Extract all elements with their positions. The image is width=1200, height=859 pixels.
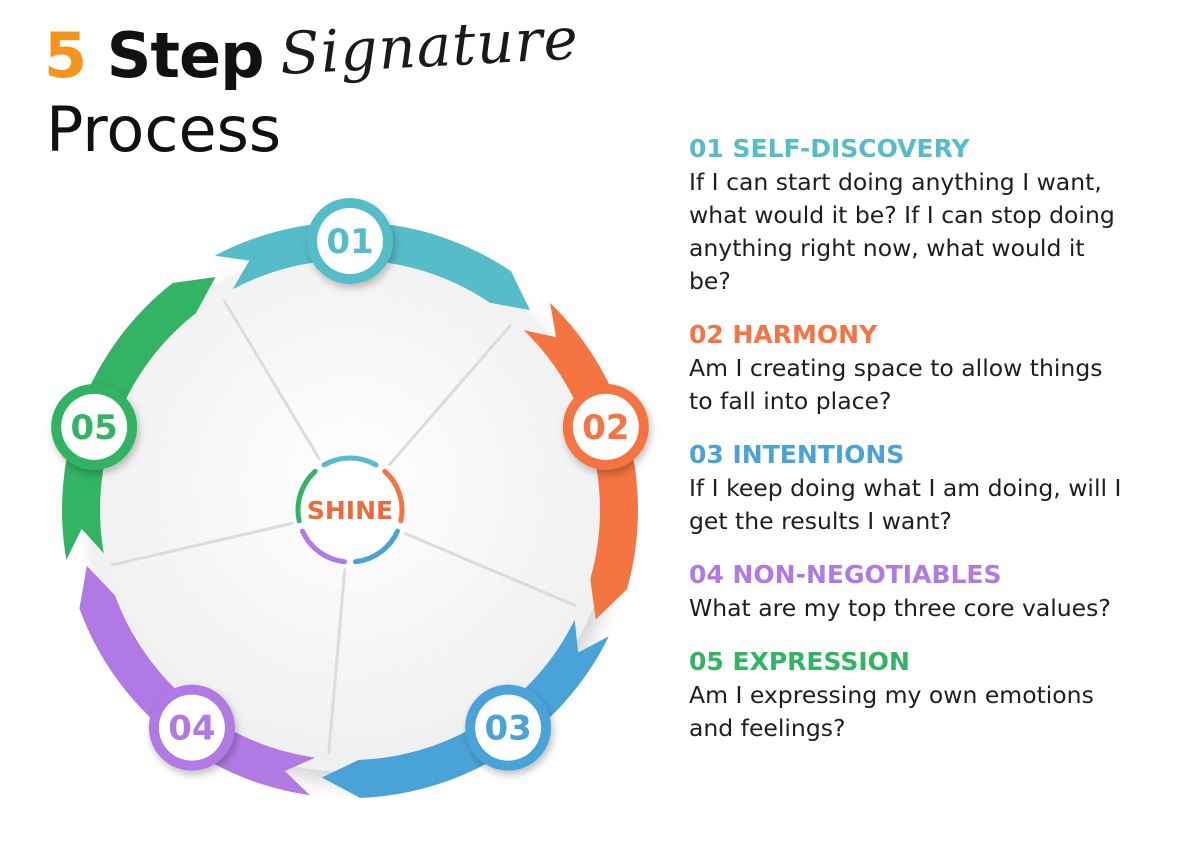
step-heading: 01 SELF-DISCOVERY [689,134,970,163]
step-heading: 05 EXPRESSION [689,647,910,676]
step-description: Am I creating space to allow things to f… [689,354,1103,415]
step-badge-04: 04 [148,684,235,771]
step-badge-05: 05 [51,383,138,470]
hub-ring-segment [295,468,318,524]
step-description: If I can start doing anything I want, wh… [689,168,1115,295]
step-badge-01: 01 [307,198,393,284]
badge-number: 02 [582,408,629,448]
hub-ring-segment [352,528,401,565]
badge-number: 05 [71,408,118,448]
step-item-1: 01 SELF-DISCOVERY If I can start doing a… [689,132,1179,298]
badge-number: 01 [326,222,373,262]
wheel-divider [403,531,577,607]
wheel-divider [387,324,512,467]
hub-ring-segment [382,468,405,524]
step-item-2: 02 HARMONY Am I creating space to allow … [689,318,1179,418]
step-description: If I keep doing what I am doing, will I … [689,474,1122,535]
step-heading: 04 NON-NEGOTIABLES [689,560,1002,589]
badge-number: 03 [484,709,531,749]
step-arrow-03 [321,619,609,798]
badge-number: 04 [168,709,215,749]
step-arrow-01 [214,222,530,311]
process-wheel-graphic: SHINE 01 02 03 04 05 [51,198,649,798]
title: 5 Step Signature Process [44,4,604,166]
step-description: Am I expressing my own emotions and feel… [689,681,1094,742]
wheel-divider [327,568,347,755]
step-list: 01 SELF-DISCOVERY If I can start doing a… [689,132,1179,765]
title-number: 5 [44,19,87,92]
badge-inner [317,208,383,274]
step-item-4: 04 NON-NEGOTIABLES What are my top three… [689,558,1179,625]
step-item-5: 05 EXPRESSION Am I expressing my own emo… [689,645,1179,745]
step-item-3: 03 INTENTIONS If I keep doing what I am … [689,438,1179,538]
hub-ring-segment [299,528,348,565]
step-arrow-02 [523,302,638,620]
title-step-word: Step [106,19,265,92]
wheel-divider [222,299,321,461]
badge-inner [61,393,128,460]
badge-inner [158,694,225,761]
wheel-divider [110,521,294,567]
hub-disc [302,462,398,558]
step-badge-03: 03 [465,684,552,771]
title-script-word: Signature [278,4,581,88]
step-badge-02: 02 [562,383,649,470]
center-label: SHINE [307,496,393,525]
badge-inner [475,694,542,761]
process-wheel: SHINE 01 02 03 04 05 [40,190,660,810]
step-arrow-05 [61,277,216,561]
title-line-2: Process [46,93,282,166]
hub-ring-segment [321,455,379,468]
title-line-1: 5 Step [44,19,265,92]
step-heading: 03 INTENTIONS [689,440,905,469]
badge-inner [572,393,639,460]
step-heading: 02 HARMONY [689,320,878,349]
step-description: What are my top three core values? [689,594,1111,622]
